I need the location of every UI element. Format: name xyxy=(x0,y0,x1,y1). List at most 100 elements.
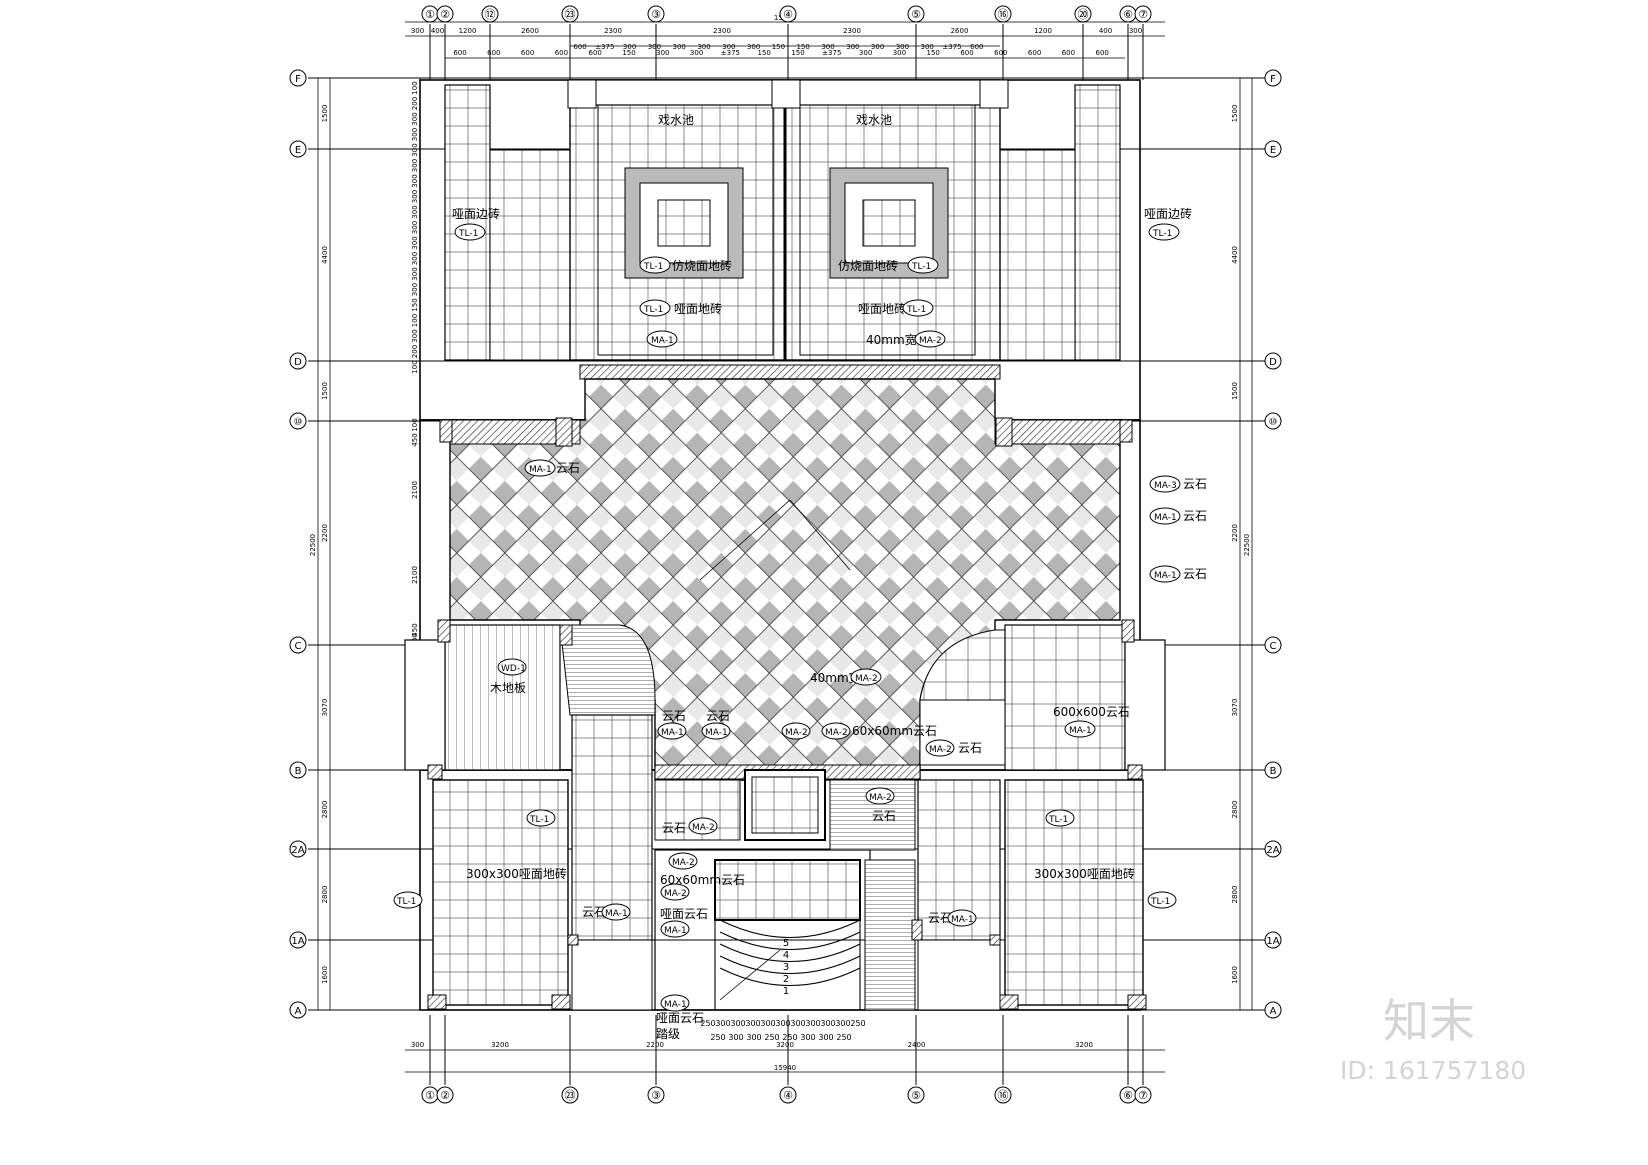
right-curved-room xyxy=(919,629,1011,701)
structural-columns xyxy=(427,417,1147,1010)
axis-label-top: ③ xyxy=(651,8,661,21)
svg-text:TL-1: TL-1 xyxy=(458,229,478,239)
svg-text:MA-2: MA-2 xyxy=(929,745,952,755)
axis-label-left: F xyxy=(295,74,301,85)
axis-label-right: 2A xyxy=(1266,845,1279,856)
axis-bubble-top xyxy=(436,5,454,23)
ma1-tag-entry: MA-1 xyxy=(660,920,690,938)
dim-bottom-total: 15940 xyxy=(774,1064,796,1072)
axis-bubble-left xyxy=(289,1001,307,1019)
dim-left: 1500 xyxy=(321,105,329,123)
dim-right: 2800 xyxy=(1231,886,1239,904)
dim-top-2: ±375 xyxy=(822,49,841,57)
dim-bottom-steps: 300 xyxy=(775,1019,790,1028)
diag-dim-line xyxy=(699,499,791,581)
axis-label-top: ④ xyxy=(783,8,793,21)
dim-top-2: 600 xyxy=(555,49,568,57)
axis-label-right: E xyxy=(1270,145,1276,156)
tile-60-label-top: 60x60mm云石 xyxy=(852,724,937,738)
dim-top-2: 600 xyxy=(1096,49,1109,57)
dim-bottom-1: 300 xyxy=(411,1041,424,1049)
dim-bottom-steps2: 250 xyxy=(764,1033,779,1042)
dim-bottom-steps2: 250 xyxy=(782,1033,797,1042)
entry-tile-60 xyxy=(714,859,861,921)
axis-label-right: ⑩ xyxy=(1269,417,1278,428)
axis-bubble-left xyxy=(289,931,307,949)
dim-top-1: 300 xyxy=(1129,27,1142,35)
dim-left-small: 300 xyxy=(411,252,419,265)
curved-entry-steps xyxy=(714,919,861,1010)
tl1-tag-lower-left-edge: TL-1 xyxy=(393,891,423,909)
axis-bubble-bottom xyxy=(561,1086,579,1104)
dim-top-2: 600 xyxy=(1062,49,1075,57)
dim-bottom-1: 2400 xyxy=(908,1041,926,1049)
svg-text:TL-1: TL-1 xyxy=(1048,815,1068,825)
dim-left: 4400 xyxy=(321,246,329,264)
right-court-tiles xyxy=(989,149,1076,361)
axis-label-left: C xyxy=(295,641,302,652)
dim-top-2: 300 xyxy=(859,49,872,57)
yamian-yunshi-stair-label: 哑面云石 xyxy=(656,1011,704,1025)
yunshi-right-3: 云石 xyxy=(1183,567,1207,581)
axis-label-right: C xyxy=(1270,641,1277,652)
ma2-tag-service: MA-2 xyxy=(925,739,955,757)
ma1-tag-right-1: MA-1 xyxy=(1149,507,1181,525)
dim-bottom-steps2: 250 xyxy=(836,1033,851,1042)
axis-bubble-top xyxy=(561,5,579,23)
dim-left: 3070 xyxy=(321,699,329,717)
dim-top-3: 600 xyxy=(573,43,586,51)
dim-left-small: 150 xyxy=(411,298,419,311)
dim-bottom-steps: 300 xyxy=(820,1019,835,1028)
dim-top-3: 300 xyxy=(871,43,884,51)
svg-text:WD-1: WD-1 xyxy=(501,664,526,674)
dim-top-2: 600 xyxy=(1028,49,1041,57)
dim-left-small: 300 xyxy=(411,205,419,218)
annotations: 戏水池 戏水池 哑面边砖 TL-1 哑面边砖 TL-1 TL-1 仿烧面地砖 仿… xyxy=(393,113,1207,1041)
tl1-tag-left-lower: TL-1 xyxy=(526,809,556,827)
dim-left-small: 300 xyxy=(411,143,419,156)
tl1-tag-right: TL-1 xyxy=(1148,223,1180,241)
axis-bubble-right xyxy=(1264,352,1282,370)
dim-top-3: 300 xyxy=(896,43,909,51)
dim-left-small: 300 xyxy=(411,174,419,187)
dim-left: 1500 xyxy=(321,382,329,400)
svg-text:MA-2: MA-2 xyxy=(869,793,892,803)
diag-dim-line-2 xyxy=(789,499,851,571)
yunshi-lower-right: 云石 xyxy=(928,911,952,925)
svg-text:TL-1: TL-1 xyxy=(1152,229,1172,239)
dim-left-small: 300 xyxy=(411,112,419,125)
ma2-tag-entry-1: MA-2 xyxy=(668,852,698,870)
dim-right: 1500 xyxy=(1231,105,1239,123)
axis-label-left: B xyxy=(295,766,302,777)
right-entry-steps xyxy=(864,859,916,1011)
left-lower-tiles xyxy=(432,779,569,1006)
dim-left: 2800 xyxy=(321,801,329,819)
dim-bottom-steps2: 300 xyxy=(728,1033,743,1042)
axis-label-bottom: ⑦ xyxy=(1138,1089,1148,1102)
dim-top-3: 300 xyxy=(747,43,760,51)
axis-label-right: D xyxy=(1269,357,1277,368)
dim-bottom-steps: 300 xyxy=(745,1019,760,1028)
yamian-left-label: 哑面地砖 xyxy=(674,301,722,316)
svg-text:MA-3: MA-3 xyxy=(1154,481,1177,491)
svg-text:MA-2: MA-2 xyxy=(664,889,687,899)
wd1-tag: WD-1 xyxy=(497,658,527,676)
hall-wing-border-right xyxy=(994,419,1121,445)
dim-left-small: 200 xyxy=(411,345,419,358)
ma1-tag-600: MA-1 xyxy=(1064,720,1096,738)
dim-top-2: 300 xyxy=(893,49,906,57)
axis-bubble-left xyxy=(289,140,307,158)
ma1-tag-hall-1: MA-1 xyxy=(657,722,687,740)
axis-label-bottom: ② xyxy=(440,1089,450,1102)
axis-bubble-left xyxy=(289,69,307,87)
axis-label-bottom: ⑤ xyxy=(911,1089,921,1102)
dim-top-2: 150 xyxy=(622,49,635,57)
axis-bubble-bottom xyxy=(647,1086,665,1104)
dim-left-small-2: 450 xyxy=(411,433,419,446)
dim-bottom-steps2: 300 xyxy=(818,1033,833,1042)
dim-bottom-1: 2200 xyxy=(646,1041,664,1049)
axis-bubble-right xyxy=(1264,761,1282,779)
axis-bubble-left xyxy=(289,412,307,430)
ma2-tag-hall-1: MA-2 xyxy=(781,722,811,740)
